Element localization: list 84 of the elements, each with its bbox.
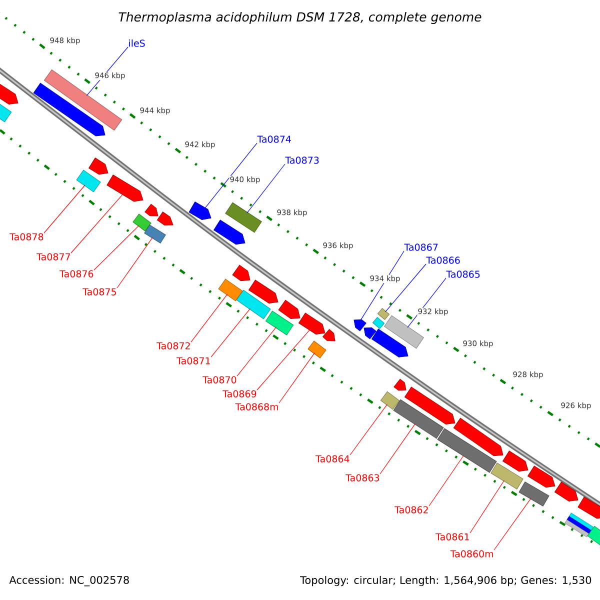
gene-arrow-shape [33, 82, 106, 136]
leader-line [94, 225, 140, 270]
leader-line [380, 423, 416, 474]
gene-block [308, 340, 326, 358]
leader-line [278, 352, 315, 404]
gene-block [384, 315, 424, 349]
gene-arrow-shape [298, 312, 326, 334]
gene-block [225, 202, 262, 233]
gene-block [0, 102, 12, 122]
gene-block [564, 512, 594, 538]
gene-arrow-shape [144, 204, 158, 216]
gene-block [380, 391, 400, 410]
gene-label: Ta0873 [285, 156, 319, 164]
genome-info-text: Topology: circular; Length: 1,564,906 bp; Genes: 1,530 [300, 576, 592, 586]
gene-label: Ta0867 [404, 244, 438, 251]
gene-arrow-shape [248, 280, 278, 304]
gene-label: Ta0875 [82, 288, 116, 296]
gene-block [490, 462, 524, 490]
gene-arrow-shape [404, 386, 456, 424]
gene-label: Ta0877 [36, 253, 70, 260]
gene-label: Ta0874 [257, 136, 291, 143]
gene-arrow-shape [554, 482, 578, 502]
gene-arrow-shape [232, 264, 250, 282]
gene-block [132, 214, 152, 232]
gene-label: ileS [129, 39, 145, 47]
gene-block [377, 308, 390, 320]
gene-arrow-shape [278, 300, 300, 320]
leader-line [246, 164, 286, 214]
leader-line [236, 326, 277, 376]
gene-label: Ta0868m [235, 403, 278, 410]
leader-line [70, 194, 124, 254]
gene-label: Ta0872 [156, 342, 190, 350]
gene-block [518, 482, 550, 506]
gene-block [393, 399, 444, 439]
leader-line [350, 404, 388, 456]
gene-block [218, 278, 243, 302]
gene-label: Ta0866 [426, 256, 460, 264]
gene-arrow-shape [578, 496, 600, 519]
gene-block [144, 224, 166, 244]
gene-label: Ta0871 [176, 357, 210, 364]
gene-block [265, 310, 294, 336]
gene-arrow-shape [214, 220, 246, 245]
leader-line [360, 250, 404, 320]
gene-label: Ta0878 [10, 233, 44, 240]
gene-arrow-shape [453, 418, 504, 456]
gene-arrow-shape [188, 202, 212, 220]
leader-line [44, 184, 86, 234]
gene-arrow-shape [502, 450, 528, 472]
gene-arrow-shape [364, 327, 376, 340]
accession-text: Accession: NC_002578 [9, 576, 129, 586]
gene-arrow-shape [354, 319, 366, 332]
gene-block [437, 428, 497, 473]
leader-line [116, 237, 153, 288]
gene-arrow-shape [106, 174, 144, 202]
gene-label: Ta0862 [394, 506, 428, 514]
gene-arrow-shape [528, 466, 556, 488]
gene-block [587, 526, 600, 548]
leader-line [204, 142, 258, 209]
gene-label: Ta0864 [316, 455, 350, 462]
gene-label: Ta0876 [60, 270, 94, 278]
leader-line [210, 308, 250, 358]
gene-arrow-shape [88, 158, 108, 175]
gene-block [236, 290, 271, 320]
gene-arrow-shape [0, 82, 18, 104]
gene-label: Ta0869 [222, 390, 256, 398]
gene-arrow-shape [156, 212, 174, 226]
leader-line [256, 329, 310, 390]
gene-arrow-shape [394, 378, 406, 391]
leader-line [407, 278, 446, 328]
leader-line [494, 498, 532, 550]
leader-line [190, 294, 228, 342]
gene-block [76, 170, 101, 192]
leader-line [428, 454, 464, 506]
leader-line [470, 480, 504, 534]
gene-label: Ta0860m [450, 550, 493, 558]
leader-line [385, 264, 426, 312]
gene-label: Ta0865 [446, 270, 480, 278]
gene-label: Ta0863 [346, 474, 380, 482]
title: Thermoplasma acidophilum DSM 1728, complete genome [118, 12, 482, 24]
gene-arrow-shape [322, 329, 336, 342]
gene-arrow-shape [371, 328, 408, 358]
gene-block [372, 317, 385, 329]
gene-label: Ta0861 [436, 533, 469, 540]
gene-label: Ta0870 [202, 376, 236, 384]
